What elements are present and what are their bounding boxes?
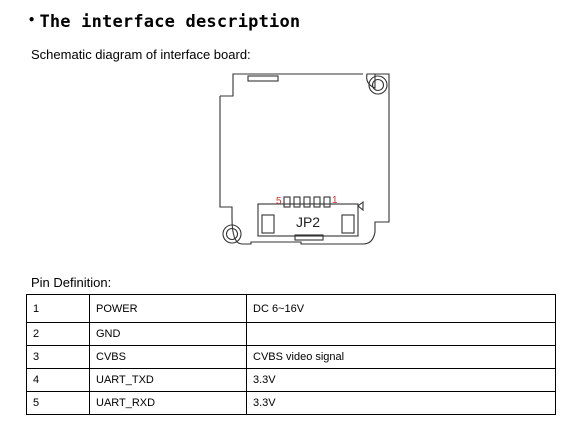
pin-description-cell: DC 6~16V — [246, 294, 556, 323]
pin-name-cell: POWER — [89, 294, 247, 323]
pin-definition-table: 1 POWER DC 6~16V 2 GND 3 CVBS CVBS video… — [26, 294, 556, 415]
pin1-marker — [357, 200, 364, 212]
table-row: 5 UART_RXD 3.3V — [26, 391, 556, 415]
jp2-pin-1 — [323, 196, 331, 208]
pin-name-cell: UART_TXD — [89, 368, 247, 392]
pin-number-cell: 2 — [26, 322, 90, 346]
mounting-hole-bottom-left — [222, 224, 242, 244]
jp2-pin-5 — [283, 196, 291, 208]
pin-number-cell: 4 — [26, 368, 90, 392]
mounting-hole-top-right — [368, 75, 388, 95]
pin-definition-title: Pin Definition: — [31, 275, 112, 290]
pin-description-cell: 3.3V — [246, 391, 556, 415]
interface-board-schematic: 5 1 JP2 — [219, 73, 390, 245]
heading-bullet: • — [28, 13, 36, 27]
pin-description-cell: CVBS video signal — [246, 345, 556, 369]
pin-name-cell: UART_RXD — [89, 391, 247, 415]
board-outline — [219, 73, 390, 245]
jp2-pin-2 — [313, 196, 321, 208]
table-row: 2 GND — [26, 322, 556, 346]
pin-name-cell: CVBS — [89, 345, 247, 369]
section-heading: •The interface description — [28, 12, 300, 32]
pin-name-cell: GND — [89, 322, 247, 346]
pin-number-cell: 5 — [26, 391, 90, 415]
pin-number-last: 1 — [332, 195, 338, 206]
heading-text: The interface description — [39, 12, 301, 32]
top-notch — [247, 75, 279, 82]
pin-number-cell: 1 — [26, 294, 90, 323]
jp2-pin-3 — [303, 196, 311, 208]
table-row: 1 POWER DC 6~16V — [26, 294, 556, 323]
schematic-caption: Schematic diagram of interface board: — [31, 47, 251, 62]
connector-label: JP2 — [296, 214, 320, 230]
pin-number-cell: 3 — [26, 345, 90, 369]
table-row: 4 UART_TXD 3.3V — [26, 368, 556, 392]
pin-description-cell — [246, 322, 556, 346]
jp2-housing — [257, 203, 359, 237]
pin-description-cell: 3.3V — [246, 368, 556, 392]
pin-number-first: 5 — [276, 196, 282, 207]
table-row: 3 CVBS CVBS video signal — [26, 345, 556, 369]
jp2-pin-4 — [293, 196, 301, 208]
